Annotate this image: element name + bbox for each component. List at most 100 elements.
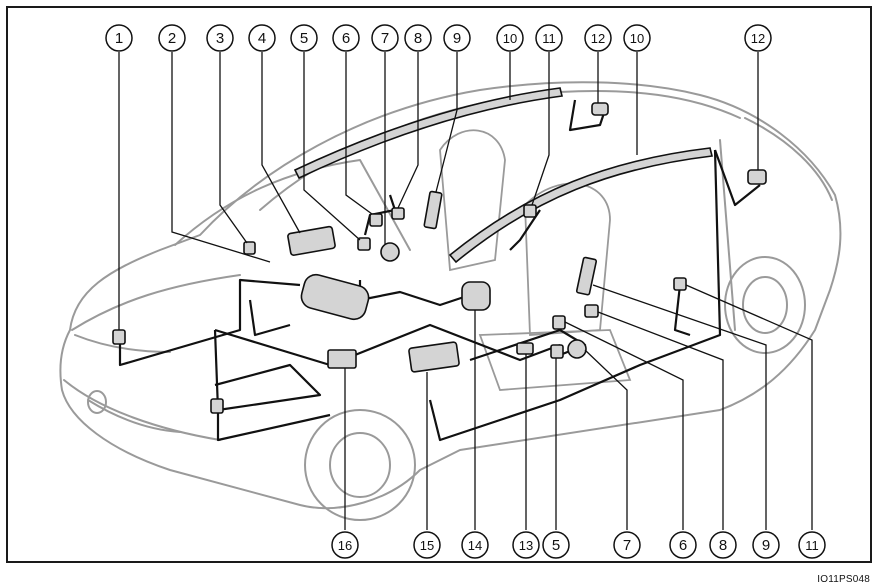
callout-bottom-4: 5: [542, 531, 570, 559]
callout-number: 14: [468, 538, 482, 553]
callout-circle: [158, 24, 186, 52]
center-harness: [248, 299, 291, 337]
callout-number: 9: [453, 30, 461, 47]
leader-11-top: [531, 52, 550, 206]
callout-top-5: 6: [332, 24, 360, 52]
callout-top-6: 7: [371, 24, 399, 52]
callout-circle: [332, 24, 360, 52]
driver-knee-airbag: [408, 341, 460, 373]
callout-bottom-1: 15: [413, 531, 441, 559]
callout-circle: [623, 24, 651, 52]
passenger-seat-back: [524, 182, 611, 336]
right-floor-harness: [428, 149, 722, 442]
callout-number: 1: [115, 30, 123, 47]
callout-bottom-0: 16: [331, 531, 359, 559]
callout-bottom-7: 8: [709, 531, 737, 559]
leader-6-bottom: [564, 321, 684, 530]
callout-top-10: 11: [535, 24, 563, 52]
front-airbag-sensor-right: [210, 398, 224, 414]
airbag-sensor-assembly: [327, 349, 357, 369]
callout-number: 5: [552, 537, 560, 554]
seatbelt-anchor-left: [391, 207, 405, 220]
rear-harness: [713, 149, 761, 207]
callout-top-3: 4: [248, 24, 276, 52]
callout-circle: [542, 531, 570, 559]
callout-number: 8: [719, 537, 727, 554]
callout-circle: [461, 531, 489, 559]
components: [112, 102, 767, 414]
callout-circle: [752, 531, 780, 559]
callout-top-11: 12: [584, 24, 612, 52]
front-headlight: [74, 334, 171, 353]
callout-circle: [206, 24, 234, 52]
callout-circle: [535, 24, 563, 52]
callout-top-9: 10: [496, 24, 524, 52]
callout-top-12: 10: [623, 24, 651, 52]
callout-circle: [290, 24, 318, 52]
seatbelt-pretensioner-right: [567, 339, 587, 359]
callout-number: 7: [381, 30, 389, 47]
callout-bottom-2: 14: [461, 531, 489, 559]
callout-top-1: 2: [158, 24, 186, 52]
front-hood: [71, 274, 241, 331]
callout-number: 15: [420, 538, 434, 553]
callout-bottom-9: 11: [798, 531, 826, 559]
rear-wheel: [724, 256, 806, 354]
callout-top-8: 9: [443, 24, 471, 52]
leader-4: [261, 52, 301, 234]
callout-number: 11: [542, 31, 556, 46]
driver-seat-back: [439, 129, 506, 272]
callout-bottom-8: 9: [752, 531, 780, 559]
callout-circle: [744, 24, 772, 52]
seatbelt-anchor-right: [584, 304, 599, 318]
callout-number: 12: [751, 31, 765, 46]
seats: [439, 129, 632, 391]
side-airbag-left: [423, 190, 443, 230]
leader-11-bottom: [685, 284, 813, 530]
callout-number: 9: [762, 537, 770, 554]
front-harness: [118, 278, 301, 367]
callout-number: 13: [519, 538, 533, 553]
console-harness: [358, 280, 471, 307]
callout-circle: [613, 531, 641, 559]
callout-top-2: 3: [206, 24, 234, 52]
rear-sensor-right: [747, 169, 767, 185]
driver-seat-sensor: [516, 342, 534, 355]
callout-circle: [584, 24, 612, 52]
callout-number: 10: [503, 31, 517, 46]
callout-number: 3: [216, 30, 224, 47]
callout-circle: [248, 24, 276, 52]
curtain-airbags: [293, 87, 713, 264]
passenger-knee-airbag: [287, 225, 336, 256]
callout-top-4: 5: [290, 24, 318, 52]
callout-top-0: 1: [105, 24, 133, 52]
front-impact-sensor: [243, 241, 256, 255]
callout-number: 10: [630, 31, 644, 46]
callout-top-7: 8: [404, 24, 432, 52]
leader-8-top: [397, 52, 419, 209]
callout-bottom-5: 7: [613, 531, 641, 559]
side-airbag-right: [575, 256, 598, 296]
callout-number: 4: [258, 30, 266, 47]
front-airbag-sensor-left: [112, 329, 126, 345]
callout-circle: [798, 531, 826, 559]
floor-harness-left: [214, 323, 561, 367]
rear-roof-sensor-right: [673, 277, 687, 291]
curtain-airbag-right: [448, 147, 713, 264]
callout-circle: [371, 24, 399, 52]
leader-7-bottom: [584, 349, 628, 530]
callout-circle: [512, 531, 540, 559]
car-silhouette: [59, 81, 842, 509]
floor-harness-front: [213, 329, 322, 412]
left-pillar-harness: [568, 99, 607, 132]
front-wheel: [304, 409, 416, 521]
rear-glass: [744, 117, 833, 201]
callout-circle: [413, 531, 441, 559]
leader-9-bottom: [592, 284, 767, 530]
callout-number: 7: [623, 537, 631, 554]
callout-number: 8: [414, 30, 422, 47]
callout-number: 2: [168, 30, 176, 47]
leader-6-top: [345, 52, 373, 215]
